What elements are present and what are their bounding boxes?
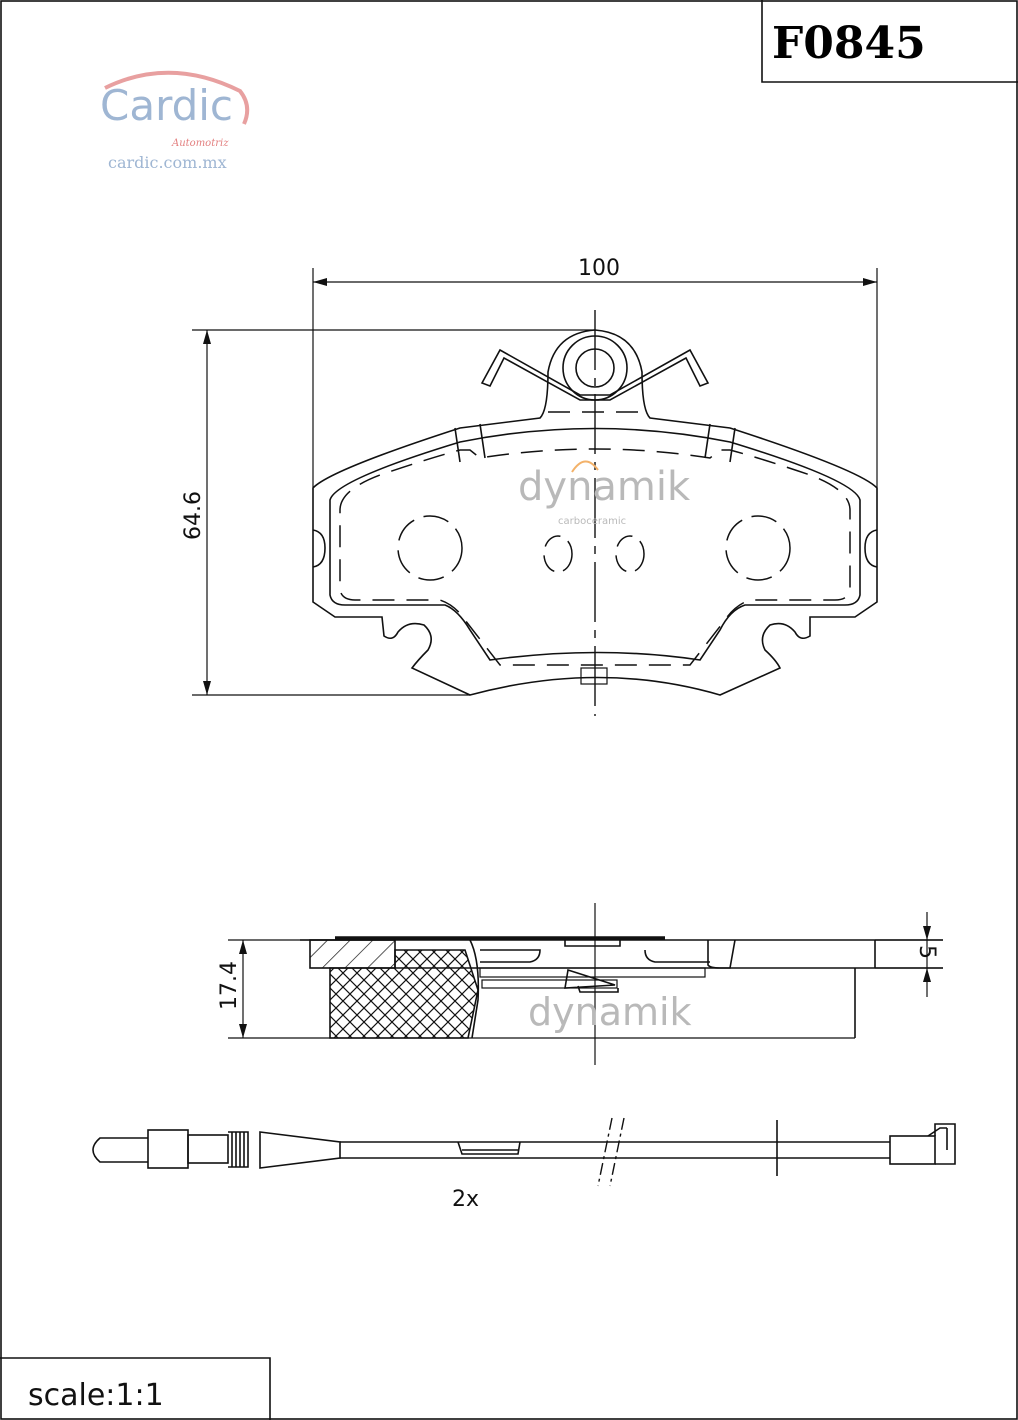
title-block: F0845 (761, 0, 1018, 83)
logo-brand: Cardic (100, 81, 233, 130)
sensor-quantity: 2x (452, 1187, 479, 1212)
scale-label: scale:1:1 (28, 1378, 164, 1413)
watermark-subtitle: carboceramic (558, 516, 626, 527)
cardic-logo: Cardic Automotriz cardic.com.mx (100, 70, 250, 172)
thickness-dimension: 17.4 (217, 961, 242, 1010)
width-dimension: 100 (578, 256, 620, 281)
side-view: 17.4 5 dynamik (217, 903, 943, 1065)
backing-plate-dimension: 5 (914, 945, 939, 959)
height-dimension: 64.6 (181, 491, 206, 540)
dynamik-watermark-side: dynamik (528, 990, 692, 1034)
dynamik-watermark: dynamik carboceramic (518, 460, 691, 527)
wear-sensor: 2x (92, 1117, 956, 1212)
logo-url: cardic.com.mx (108, 153, 227, 172)
front-view: 100 64.6 dynamik carboceramic (181, 256, 878, 716)
part-number: F0845 (772, 18, 926, 69)
watermark-brand: dynamik (518, 464, 691, 510)
logo-tagline: Automotriz (171, 138, 229, 149)
side-watermark-brand: dynamik (528, 990, 692, 1034)
scale-block: scale:1:1 (0, 1357, 271, 1420)
